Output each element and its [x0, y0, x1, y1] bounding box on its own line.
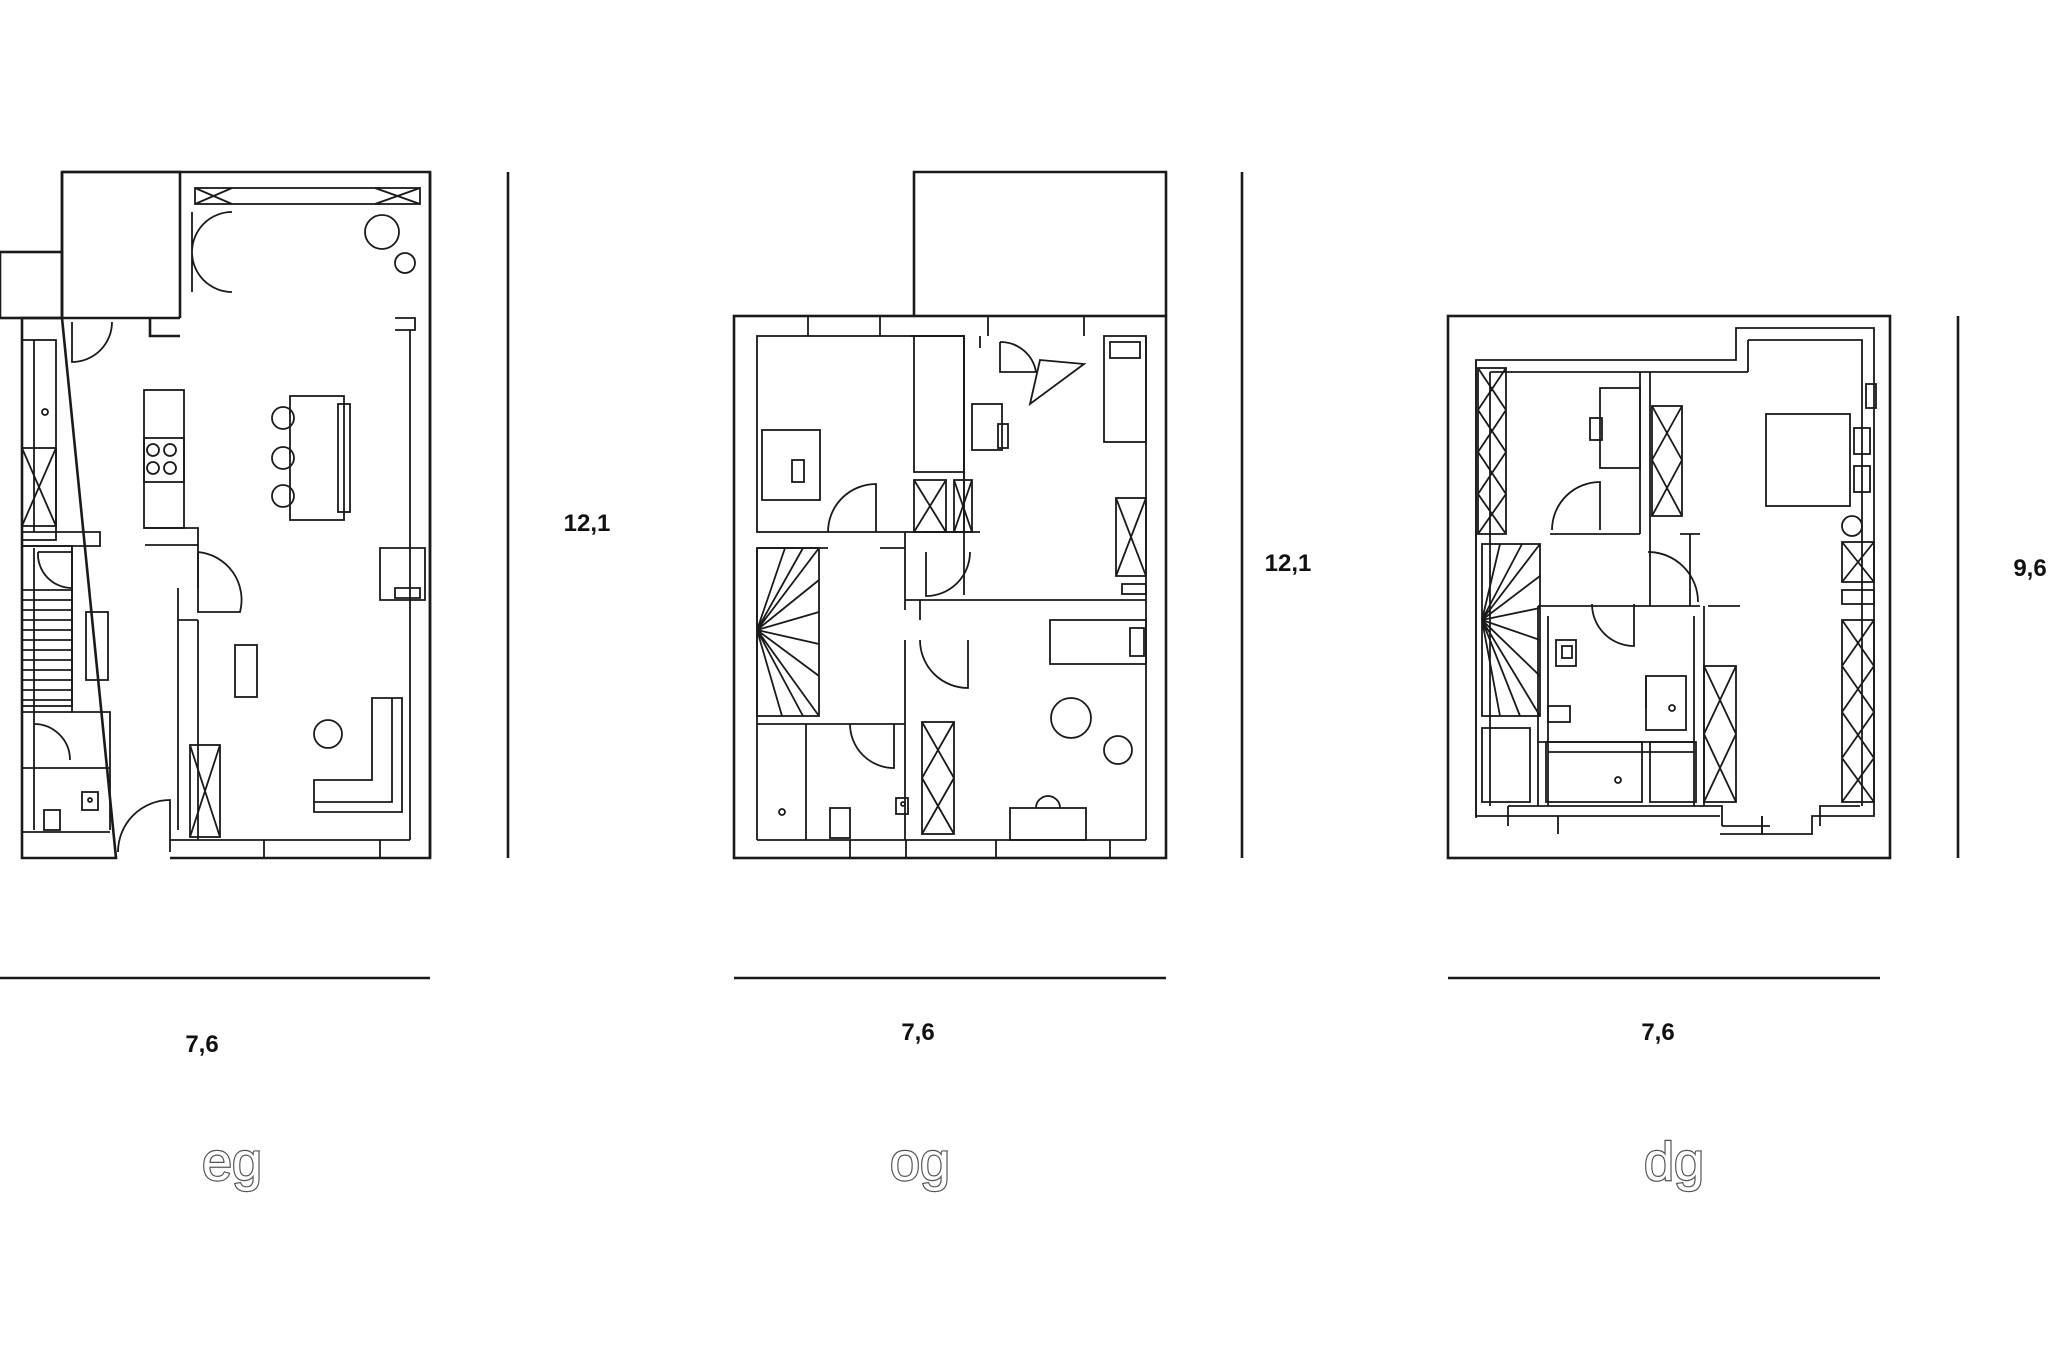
dg-depth-label: 9,6	[2013, 555, 2046, 582]
floor-plan-eg: 7,6 12,1 eg	[0, 170, 611, 1193]
og-dimension-lines	[734, 172, 1244, 980]
dg-walls	[1446, 314, 1892, 860]
og-level-label: og	[890, 1132, 950, 1192]
eg-dimension-lines	[0, 172, 510, 980]
dg-furniture	[1477, 367, 1877, 803]
og-walls	[732, 170, 1168, 860]
floor-plan-dg: 7,6 9,6 dg	[1446, 314, 2047, 1193]
eg-walls	[0, 170, 432, 860]
dg-level-label: dg	[1644, 1132, 1704, 1192]
floor-plan-og: 7,6 12,1 og	[732, 170, 1312, 1193]
og-depth-label: 12,1	[1265, 550, 1312, 577]
og-doors	[827, 341, 1038, 769]
dg-width-label: 7,6	[1641, 1019, 1674, 1046]
eg-width-label: 7,6	[185, 1031, 218, 1058]
dg-dimension-lines	[1448, 316, 1960, 980]
og-furniture	[756, 335, 1147, 841]
eg-depth-label: 12,1	[564, 510, 611, 537]
eg-level-label: eg	[202, 1132, 262, 1192]
og-width-label: 7,6	[901, 1019, 934, 1046]
eg-furniture	[21, 214, 416, 838]
